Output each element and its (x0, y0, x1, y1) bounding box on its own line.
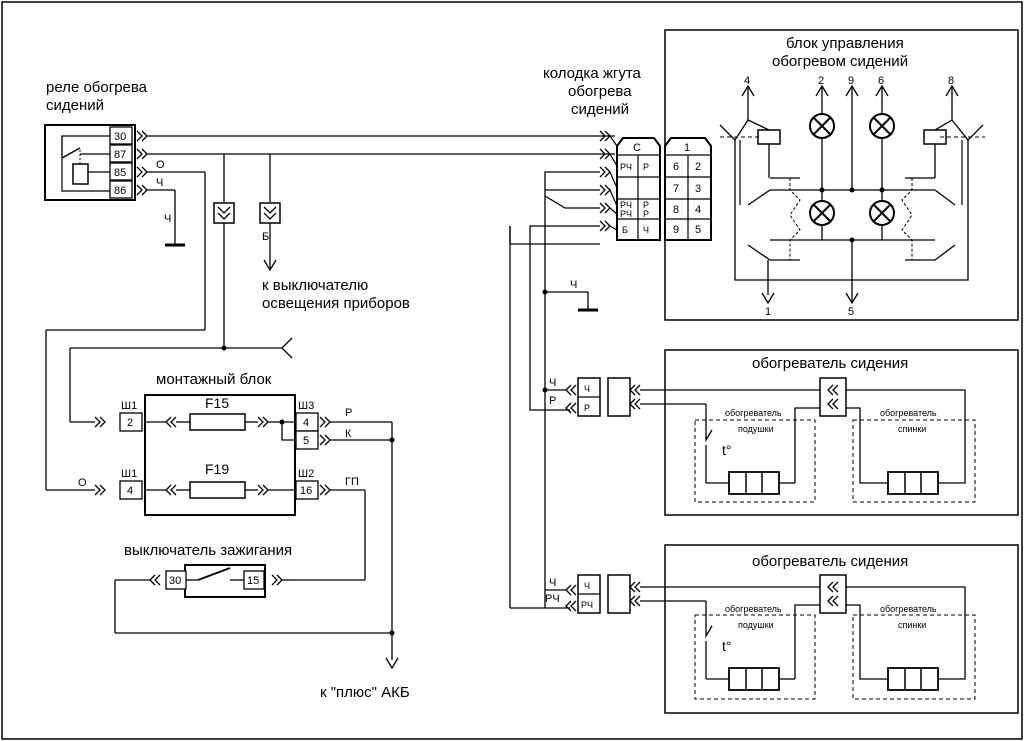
fuse-block-pin-5: 5 (303, 435, 309, 447)
ctl-pin-2: 2 (818, 75, 824, 87)
ctl-pin-4: 4 (744, 75, 750, 87)
relay-pin-87: 87 (114, 149, 126, 161)
heater1-wire-ch: Ч (549, 377, 556, 389)
seat-heater-2: обогреватель сидения обогреватель подушк… (640, 544, 1019, 714)
seat-heating-relay: реле обогрева сидений 30 87 85 86 (44, 79, 148, 201)
heater2-cushion-line2: подушки (738, 620, 774, 630)
heater1-cushion-line2: подушки (738, 424, 774, 434)
conn-r-1: Р (643, 162, 649, 172)
pin-2: 2 (695, 161, 701, 173)
relay-title-line1: реле обогрева (46, 79, 148, 96)
heater1-back-line1: обогреватель (880, 408, 937, 418)
wire-k: К (345, 428, 352, 440)
wire-ch-top: Ч (156, 177, 163, 189)
pin-7: 7 (673, 183, 679, 195)
ignition-pin-15: 15 (247, 575, 259, 587)
ctl-pin-6: 6 (878, 75, 884, 87)
conn-rch-1: РЧ (620, 162, 632, 172)
heater2-cushion-line1: обогреватель (725, 604, 782, 614)
fuse-block-title: монтажный блок (156, 371, 272, 388)
fuse-block-sh1-bottom: Ш1 (121, 468, 137, 480)
relay-pin-30: 30 (114, 131, 126, 143)
fuse-f15-label: F15 (205, 395, 229, 411)
fuse-block-pin-4-right: 4 (303, 417, 309, 429)
relay-pin-86: 86 (114, 185, 126, 197)
wire-o-top: О (156, 159, 165, 171)
heater2-wire-rch: РЧ (545, 593, 560, 605)
heater2-back-line1: обогреватель (880, 604, 937, 614)
pin-8: 8 (673, 204, 679, 216)
to-switch-line1: к выключателю (262, 277, 368, 294)
fuse-f19-label: F19 (205, 461, 229, 477)
conn-r-3: Р (643, 209, 649, 219)
control-unit: блок управления обогревом сидений 4 2 9 … (664, 29, 1019, 321)
ctl-pin-8: 8 (948, 75, 954, 87)
conn-r-2: Р (643, 200, 649, 210)
heater1-back-line2: спинки (898, 424, 926, 434)
to-switch-line2: освещения приборов (262, 295, 410, 312)
pin-1: 1 (684, 142, 690, 154)
harness-connector: колодка жгута обогрева сидений С РЧ Р РЧ… (543, 65, 712, 241)
to-battery: к "плюс" АКБ (320, 684, 410, 701)
pin-6: 6 (673, 161, 679, 173)
pin-5: 5 (695, 224, 701, 236)
conn-rch-2: РЧ (620, 200, 632, 210)
wire-gp: ГП (345, 476, 359, 488)
harness-title-line2: обогрева (568, 83, 632, 100)
seat-heater-1: обогреватель сидения обогреватель подушк… (640, 349, 1019, 516)
conn-c: С (633, 142, 641, 154)
control-title-line1: блок управления (786, 35, 904, 52)
ctl-pin-1: 1 (765, 306, 771, 318)
harness-title-line3: сидений (571, 101, 629, 118)
heater2-back-line2: спинки (898, 620, 926, 630)
ignition-pin-30: 30 (169, 575, 181, 587)
wire-b: Б (262, 231, 269, 243)
fuse-block-pin-16: 16 (300, 485, 312, 497)
wire-r: Р (345, 407, 352, 419)
heater1-cushion-line1: обогреватель (725, 408, 782, 418)
pin-3: 3 (695, 183, 701, 195)
heater1-thermostat: t° (722, 442, 732, 458)
heater1-title: обогреватель сидения (752, 355, 908, 372)
fuse-block-pin-2: 2 (127, 417, 133, 429)
fuse-block: монтажный блок Ш1 2 Ш1 4 О F15 F19 Ш3 4 (78, 371, 319, 516)
wire-o-bottom: О (78, 477, 87, 489)
fuse-block-sh1-top: Ш1 (121, 400, 137, 412)
pin-4: 4 (695, 204, 701, 216)
wire-ch-ground: Ч (164, 213, 171, 225)
heater1-conn-ch: Ч (584, 384, 590, 394)
fuse-block-pin-4-left: 4 (127, 485, 133, 497)
conn-b: Б (622, 225, 628, 235)
ctl-pin-5: 5 (848, 306, 854, 318)
heater2-conn-ch: Ч (584, 581, 590, 591)
relay-pin-85: 85 (114, 167, 126, 179)
heater1-conn-r: Р (584, 403, 590, 413)
ground-ch: Ч (570, 279, 577, 291)
ignition-switch: выключатель зажигания 30 15 (124, 542, 292, 598)
fuse-block-sh2: Ш2 (298, 468, 314, 480)
heater2-wire-ch: Ч (549, 577, 556, 589)
conn-ch: Ч (643, 225, 649, 235)
conn-rch-3: РЧ (620, 209, 632, 219)
heater1-wire-r: Р (549, 395, 556, 407)
heater2-thermostat: t° (722, 638, 732, 654)
heater2-conn-rch: РЧ (581, 600, 593, 610)
harness-title-line1: колодка жгута (543, 65, 642, 82)
ignition-title: выключатель зажигания (124, 542, 292, 559)
heater2-title: обогреватель сидения (752, 553, 908, 570)
control-title-line2: обогревом сидений (772, 53, 908, 70)
relay-title-line2: сидений (46, 97, 104, 114)
fuse-block-sh3: Ш3 (298, 400, 314, 412)
pin-9: 9 (673, 224, 679, 236)
ctl-pin-9: 9 (848, 75, 854, 87)
